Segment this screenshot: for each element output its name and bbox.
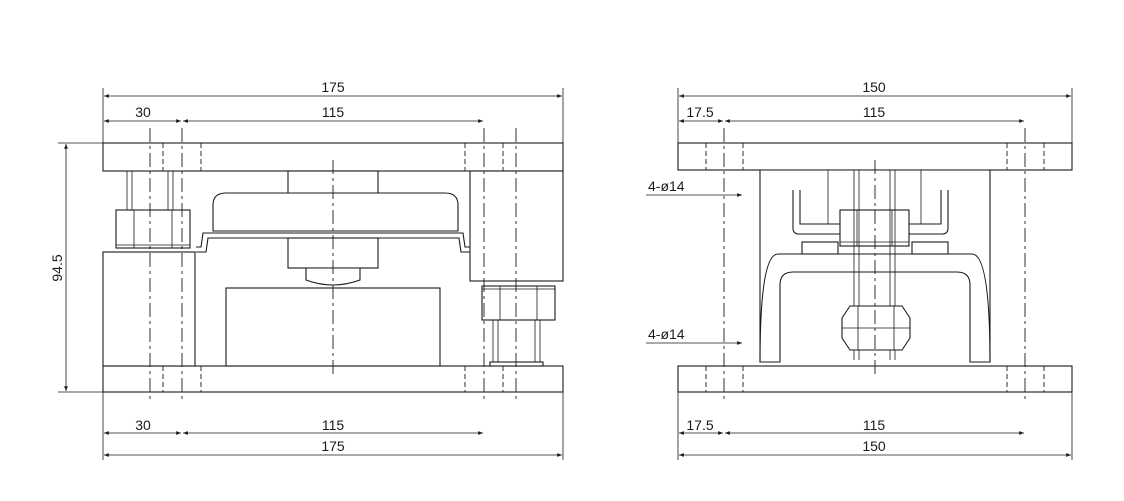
side-top-plate-holes [705, 143, 1045, 170]
front-view: 175 30 115 94.5 30 115 175 [49, 79, 564, 460]
front-bottom-overall-dim: 175 [321, 438, 345, 454]
front-right-bolt [481, 285, 556, 367]
front-ball-seat [305, 267, 361, 286]
side-center-lines [723, 128, 1026, 400]
front-center-lines [149, 128, 517, 400]
front-bottom-plate-holes [162, 366, 504, 392]
side-dimensions: 150 17.5 115 4-ø14 4-ø14 17.5 115 150 [646, 79, 1073, 460]
side-hole-callout-upper: 4-ø14 [648, 178, 685, 194]
front-top-hole-spacing-dim: 115 [322, 104, 345, 120]
side-lower-nut [841, 305, 911, 351]
front-top-plate-holes [162, 143, 504, 171]
front-bottom-hole-spacing-dim: 115 [322, 417, 345, 433]
side-top-overall-dim: 150 [862, 79, 886, 95]
side-upper-nut [801, 209, 949, 255]
front-bottom-left-offset-dim: 30 [135, 417, 151, 433]
side-bottom-left-offset-dim: 17.5 [686, 417, 713, 433]
side-view: 150 17.5 115 4-ø14 4-ø14 17.5 115 150 [646, 79, 1073, 460]
side-hole-callout-lower: 4-ø14 [648, 326, 685, 342]
side-bottom-hole-spacing-dim: 115 [863, 417, 886, 433]
side-bottom-plate-holes [705, 366, 1045, 392]
side-bottom-overall-dim: 150 [862, 438, 886, 454]
front-top-overall-dim: 175 [321, 79, 345, 95]
front-strap [196, 232, 470, 248]
front-height-dim: 94.5 [49, 254, 65, 281]
front-dimensions: 175 30 115 94.5 30 115 175 [49, 79, 564, 460]
side-top-left-offset-dim: 17.5 [686, 104, 713, 120]
front-left-bolt [115, 171, 191, 249]
front-dome-cap [212, 192, 459, 232]
front-top-left-offset-dim: 30 [135, 104, 151, 120]
side-top-hole-spacing-dim: 115 [863, 104, 886, 120]
front-right-hanging-block [469, 170, 564, 282]
front-left-support-block [102, 251, 196, 367]
